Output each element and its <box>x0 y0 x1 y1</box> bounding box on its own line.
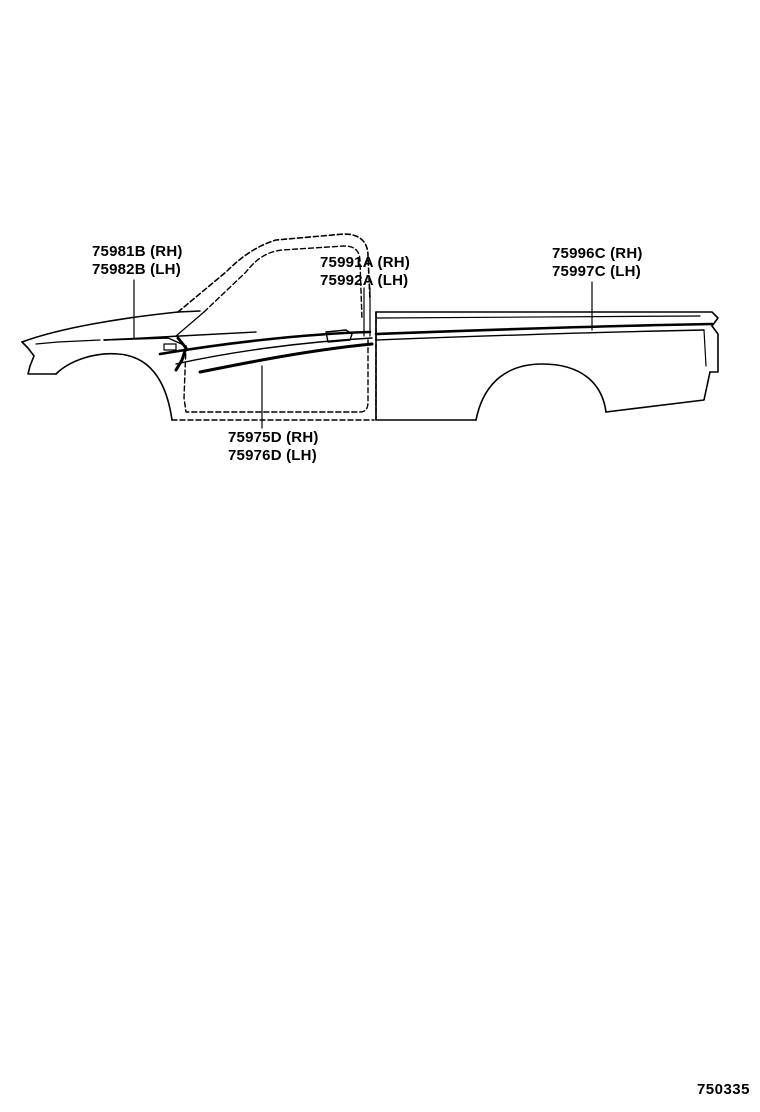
callout-75981: 75981B (RH) 75982B (LH) <box>92 243 183 279</box>
bed-top-rail <box>375 311 719 327</box>
bed-front-edge <box>375 311 477 421</box>
diagram-number: 750335 <box>696 1081 750 1098</box>
stripe-diagonal-accent <box>174 336 188 372</box>
callout-75991-lh: 75992A (LH) <box>320 272 409 289</box>
door-window-inner <box>175 311 205 337</box>
bed-stripe-lower <box>375 329 705 341</box>
callout-75991: 75991A (RH) 75992A (LH) <box>320 254 410 290</box>
callout-75996-rh: 75996C (RH) <box>552 245 643 262</box>
front-fascia <box>35 339 101 345</box>
callout-75975: 75975D (RH) 75976D (LH) <box>228 429 319 465</box>
a-pillar-dashed <box>177 233 371 313</box>
callout-75991-rh: 75991A (RH) <box>320 254 411 271</box>
rear-wheel-arch <box>475 363 607 421</box>
front-wheel-arch <box>55 352 173 421</box>
tailgate-inner <box>703 329 707 367</box>
door-stripe-mid <box>175 337 373 365</box>
bed-bottom-edge <box>605 371 711 413</box>
callout-75975-lh: 75976D (LH) <box>228 447 317 464</box>
bed-stripe-upper <box>374 322 714 336</box>
door-stripe-upper <box>158 330 372 356</box>
callout-75981-rh: 75981B (RH) <box>92 243 183 260</box>
bed-rail-inner <box>375 315 701 319</box>
callout-75996: 75996C (RH) 75997C (LH) <box>552 245 643 281</box>
door-front-edge-dashed <box>183 339 369 413</box>
fender-stripe-upper <box>103 331 257 341</box>
front-bumper <box>21 341 57 375</box>
callout-75996-lh: 75997C (LH) <box>552 263 641 280</box>
hood-outline <box>21 310 201 343</box>
fender-emblem <box>163 343 177 351</box>
callout-75975-rh: 75975D (RH) <box>228 429 319 446</box>
tailgate <box>709 325 719 373</box>
side-mirror <box>325 329 353 343</box>
window-frame-dashed <box>203 245 363 321</box>
callout-75981-lh: 75982B (LH) <box>92 261 181 278</box>
door-stripe-lower <box>198 342 374 374</box>
